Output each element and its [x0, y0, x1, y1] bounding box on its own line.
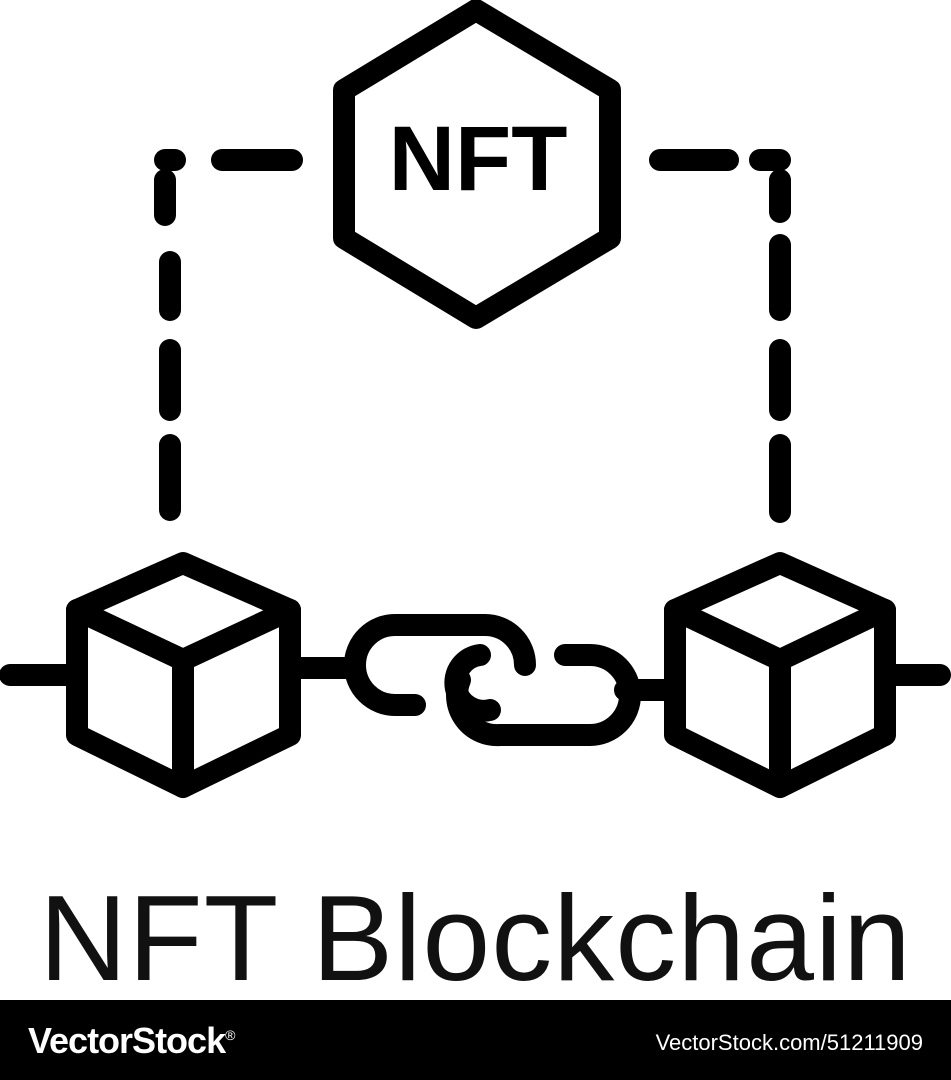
- nft-badge-text: NFT: [389, 108, 568, 210]
- dashed-connector-left: [154, 149, 303, 521]
- left-block-cube-icon: [66, 552, 301, 798]
- caption-title: NFT Blockchain: [39, 870, 912, 1006]
- nft-hexagon-icon: NFT: [333, 0, 621, 329]
- chain-link-icon: [344, 614, 641, 747]
- registered-mark: ®: [225, 1027, 236, 1043]
- watermark-footer: VectorStock® VectorStock.com/51211909: [0, 1000, 951, 1080]
- image-reference: VectorStock.com/51211909: [655, 1030, 923, 1055]
- right-block-cube-icon: [664, 552, 896, 798]
- brand-name: VectorStock: [28, 1020, 226, 1061]
- nft-blockchain-illustration: NFT: [0, 0, 951, 798]
- dashed-connector-right: [649, 149, 791, 523]
- vectorstock-logo: VectorStock®: [28, 1020, 235, 1062]
